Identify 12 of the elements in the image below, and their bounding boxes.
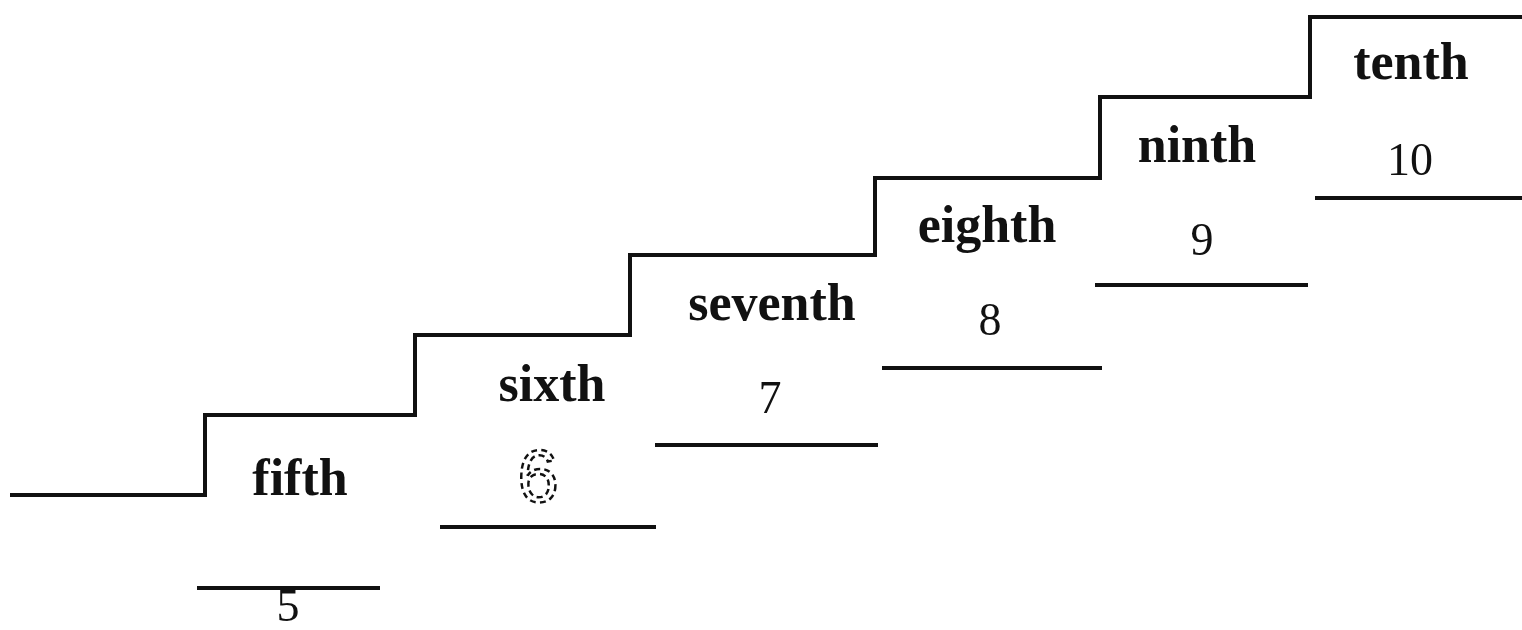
number: 5 <box>276 583 300 629</box>
ordinal-word: sixth <box>498 358 606 410</box>
ordinal-word: tenth <box>1353 36 1469 88</box>
ordinal-word: seventh <box>688 277 856 329</box>
number: 9 <box>1190 217 1214 263</box>
number: 10 <box>1387 137 1433 183</box>
number: 8 <box>978 297 1002 343</box>
traced-number: 6 <box>508 444 568 516</box>
ordinal-word: fifth <box>252 452 348 504</box>
ordinal-word: ninth <box>1137 119 1257 171</box>
ordinal-word: eighth <box>917 199 1057 251</box>
number: 7 <box>758 375 782 421</box>
